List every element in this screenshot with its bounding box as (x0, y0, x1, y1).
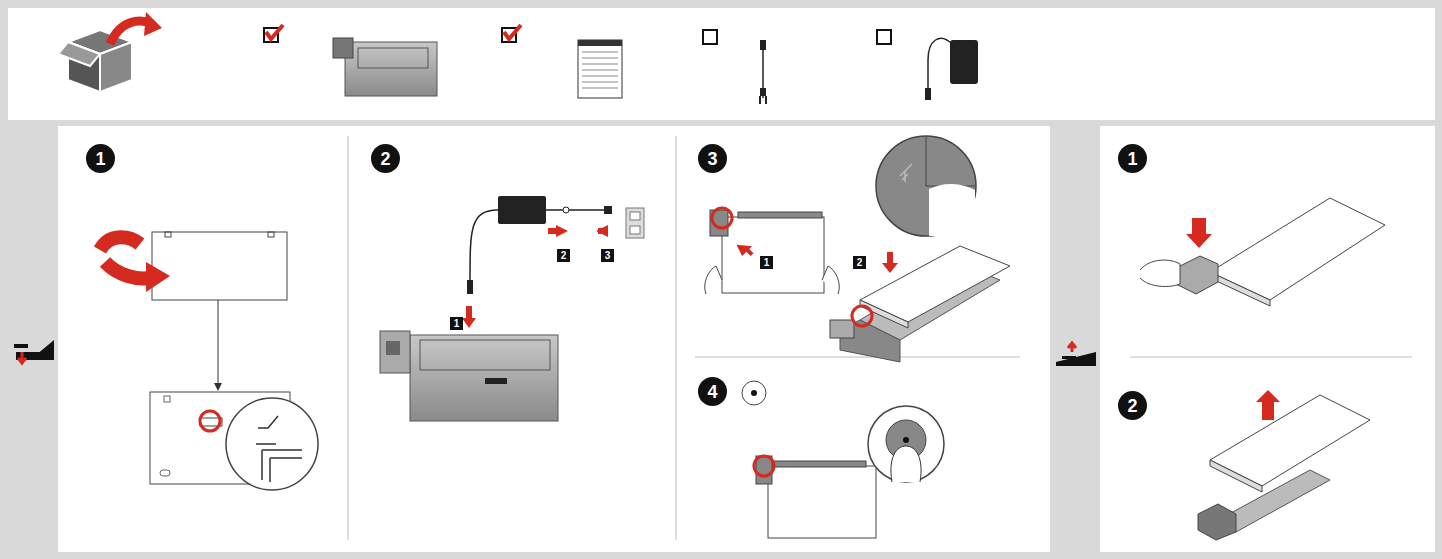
callout-number: 3 (601, 249, 614, 262)
number-text: 2 (380, 150, 390, 168)
callout-number: 1 (450, 317, 463, 330)
step-number: 2 (371, 144, 400, 173)
number-text: 2 (561, 251, 567, 261)
number-text: 1 (95, 150, 105, 168)
step-number: 2 (1118, 391, 1147, 420)
number-text: 4 (707, 383, 717, 401)
callout-number: 1 (760, 256, 773, 269)
number-text: 1 (764, 258, 770, 268)
number-text: 1 (454, 319, 460, 329)
number-text: 2 (857, 258, 863, 268)
callout-number: 2 (557, 249, 570, 262)
number-text: 1 (1127, 150, 1137, 168)
callout-number: 2 (853, 256, 866, 269)
number-text: 2 (1127, 397, 1137, 415)
step-number: 3 (698, 144, 727, 173)
step-number: 4 (698, 377, 727, 406)
step-number: 1 (86, 144, 115, 173)
step-number: 1 (1118, 144, 1147, 173)
number-text: 3 (707, 150, 717, 168)
number-text: 3 (605, 251, 611, 261)
